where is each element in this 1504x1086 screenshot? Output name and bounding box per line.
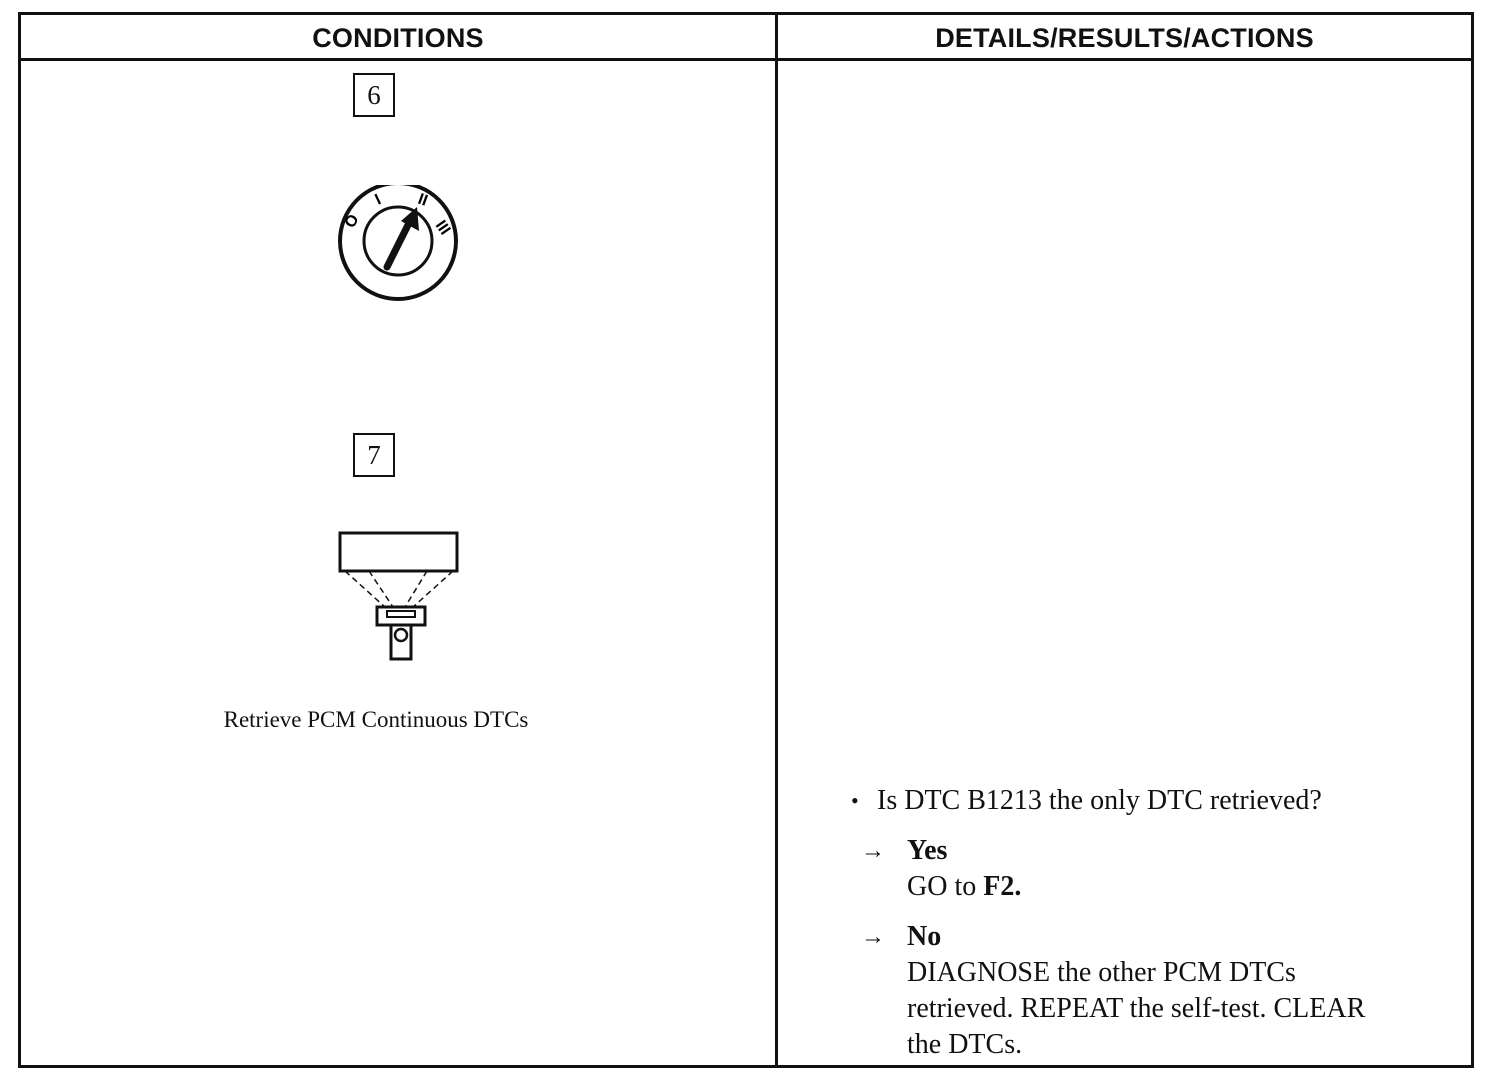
answer-yes-target: F2. xyxy=(983,871,1022,902)
step-number-6: 6 xyxy=(353,73,395,117)
position-acc-label: I xyxy=(373,191,384,208)
results-actions: • Is DTC B1213 the only DTC retrieved? →… xyxy=(851,783,1461,1063)
position-start-label: III xyxy=(432,218,454,239)
answer-no-line-2: retrieved. REPEAT the self-test. CLEAR xyxy=(907,993,1366,1024)
step-7-caption: Retrieve PCM Continuous DTCs xyxy=(223,707,529,732)
step-number-7: 7 xyxy=(353,433,395,477)
position-run-label: II xyxy=(416,191,430,210)
answer-yes-prefix: GO to xyxy=(907,871,984,902)
diagnostic-table: CONDITIONS DETAILS/RESULTS/ACTIONS 6 O I… xyxy=(18,12,1474,1068)
answer-yes: → Yes GO to F2. xyxy=(851,833,1461,905)
details-header: DETAILS/RESULTS/ACTIONS xyxy=(935,22,1314,53)
bullet-icon: • xyxy=(851,788,859,813)
conditions-header: CONDITIONS xyxy=(312,22,484,53)
answer-no: → No DIAGNOSE the other PCM DTCs retriev… xyxy=(851,919,1461,1063)
column-divider xyxy=(775,15,778,1065)
diagnostic-question: • Is DTC B1213 the only DTC retrieved? xyxy=(851,783,1461,819)
arrow-right-icon: → xyxy=(861,924,885,950)
ignition-switch-icon: O I II III xyxy=(338,185,458,301)
answer-no-line-1: DIAGNOSE the other PCM DTCs xyxy=(907,957,1296,988)
answer-no-title: No xyxy=(907,921,942,952)
scan-tool-icon xyxy=(338,531,459,661)
question-text: Is DTC B1213 the only DTC retrieved? xyxy=(877,785,1322,816)
answer-yes-title: Yes xyxy=(907,835,948,866)
table-header-row: CONDITIONS DETAILS/RESULTS/ACTIONS xyxy=(21,15,1471,61)
answer-no-line-3: the DTCs. xyxy=(907,1029,1023,1060)
arrow-right-icon: → xyxy=(861,838,885,864)
answer-yes-action: GO to F2. xyxy=(907,869,1461,905)
